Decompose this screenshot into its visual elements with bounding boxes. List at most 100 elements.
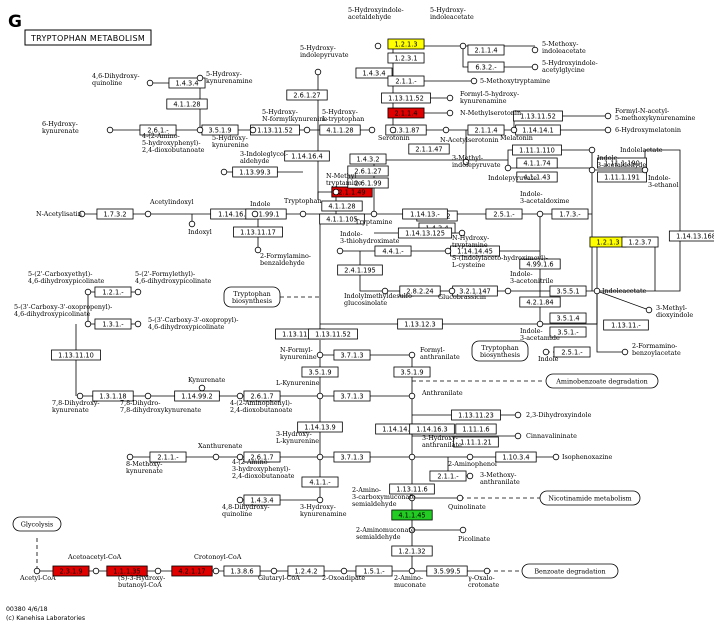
compound-node[interactable]: 4-(2-Amino-3-hydroxyphenyl)-2,4-dioxobut…	[232, 453, 295, 480]
compound-node[interactable]: Quinolinate	[448, 494, 486, 511]
enzyme-box[interactable]: 1.3.8.6	[223, 565, 261, 577]
enzyme-box[interactable]: 2.5.1.-	[485, 208, 523, 220]
enzyme-box[interactable]: 1.7.3.2	[96, 208, 134, 220]
compound-node[interactable]: Formyl-5-hydroxy-kynurenamine	[446, 90, 519, 105]
enzyme-box[interactable]: 2.1.1.4	[467, 124, 505, 136]
compound-node[interactable]: S-(Indolylaceto-hydroximoyl)-L-cysteine	[444, 247, 548, 269]
compound-node[interactable]: 5-Hydroxyindole-acetylglycine	[531, 59, 598, 74]
enzyme-box[interactable]: 1.14.13.168	[668, 230, 714, 242]
compound-node[interactable]: 3-Indoleglycol-aldehyde	[220, 150, 288, 176]
enzyme-box[interactable]: 1.13.11.52	[250, 124, 300, 136]
enzyme-box[interactable]: 1.7.3.-	[551, 208, 589, 220]
compound-node[interactable]: Indole	[538, 348, 559, 363]
enzyme-box[interactable]: 1.11.1.190	[597, 157, 647, 169]
compound-node[interactable]: Indole-3-acetonitrile	[504, 270, 554, 295]
compound-node[interactable]: 2-Formamino-benzoylacetate	[621, 342, 681, 357]
compound-node[interactable]: 6-Hydroxymelatonin	[604, 126, 681, 134]
enzyme-box[interactable]: 1.13.12.3	[397, 318, 443, 330]
compound-node[interactable]: Indole-3-ethanol	[641, 166, 679, 189]
enzyme-box[interactable]: 4.1.1.28	[319, 124, 361, 136]
compound-node[interactable]: Indole	[250, 200, 271, 218]
enzyme-box[interactable]: 2.6.1.7	[243, 451, 281, 463]
enzyme-box[interactable]: 1.11.1.110	[512, 144, 562, 156]
enzyme-box[interactable]: 1.3.1.-	[94, 318, 132, 330]
enzyme-box[interactable]: 4.1.1.105	[319, 213, 365, 225]
enzyme-box[interactable]: 1.11.1.191	[597, 171, 647, 183]
enzyme-box[interactable]: 2.1.1.-	[387, 75, 425, 87]
enzyme-box[interactable]: 4.2.1.17	[171, 565, 213, 577]
compound-node[interactable]: 4,6-Dihydroxy-quinoline	[92, 72, 154, 87]
enzyme-box[interactable]: 4.1.1.28	[321, 200, 363, 212]
compound-node[interactable]: 5-Hydroxy-indolepyruvate	[300, 44, 349, 76]
compound-node[interactable]: N-Methylserotonin	[446, 109, 521, 117]
enzyme-box[interactable]: 1.4.3.4	[168, 77, 206, 89]
compound-node[interactable]: 4-(2-Aminophenyl)-2,4-dioxobutanoate	[230, 392, 293, 414]
compound-node[interactable]: Indolylmethyldesulfo-glucosinolate	[344, 287, 414, 307]
compound-node[interactable]: 2,3-Dihydroxyindole	[514, 411, 592, 419]
enzyme-box[interactable]: 2.1.1.47	[408, 143, 450, 155]
enzyme-box[interactable]: 1.13.11.6	[389, 483, 435, 495]
enzyme-box[interactable]: 3.5.5.1	[549, 285, 587, 297]
compound-node[interactable]: 3-Hydroxy-kynurenamine	[300, 496, 347, 518]
compound-node[interactable]: 2-Amino-muconate	[394, 567, 426, 589]
enzyme-box[interactable]: 1.5.1.-	[355, 565, 393, 577]
compound-node[interactable]: L-Kynurenine	[276, 379, 324, 400]
enzyme-box[interactable]: 1.3.1.18	[92, 390, 134, 402]
enzyme-box[interactable]: 2.1.1.4	[467, 44, 505, 56]
enzyme-box[interactable]: 1.13.11.17	[233, 226, 283, 238]
enzyme-box[interactable]: 2.6.1.99	[347, 177, 389, 189]
compound-node[interactable]: Serotonin	[378, 126, 410, 142]
compound-node[interactable]: Indoxyl	[188, 220, 212, 236]
enzyme-box[interactable]: 2.3.1.87	[385, 124, 427, 136]
enzyme-box[interactable]: 1.2.3.7	[621, 236, 659, 248]
enzyme-box[interactable]: 1.14.13.9	[297, 421, 343, 433]
enzyme-box[interactable]: 4.1.99.1	[245, 208, 287, 220]
enzyme-box[interactable]: 2.1.1.-	[149, 451, 187, 463]
enzyme-box[interactable]: 2.1.1.4	[387, 107, 425, 119]
enzyme-box[interactable]: 1.14.99.2	[174, 390, 220, 402]
compound-node[interactable]: Picolinate	[458, 526, 490, 543]
compound-node[interactable]: 5-Hydroxy-indoleacetate	[430, 6, 474, 50]
enzyme-box[interactable]: 1.2.1.32	[391, 545, 433, 557]
compound-node[interactable]: 4-(2-Amino-5-hydroxyphenyl)-2,4-dioxobut…	[142, 126, 205, 154]
enzyme-box[interactable]: 2.6.1.-	[139, 124, 177, 136]
compound-node[interactable]: Indole-3-thiohydroximate	[336, 230, 400, 255]
compound-node[interactable]: Indolepyruvate	[488, 164, 537, 182]
compound-node[interactable]: (S)-3-Hydroxy-butanoyl-CoA	[118, 567, 165, 589]
compound-node[interactable]: 5-Hydroxy-L-tryptophan	[322, 108, 376, 134]
enzyme-box[interactable]: 1.13.11.10	[51, 349, 101, 361]
enzyme-box[interactable]: 1.2.1.-	[94, 286, 132, 298]
compound-node[interactable]: N-Acetylisatin	[36, 210, 86, 218]
compound-node[interactable]: 5-Hydroxy-kynurenamine	[196, 70, 253, 85]
compound-node[interactable]: Tryptophan	[284, 197, 322, 218]
enzyme-box[interactable]: 1.2.3.1	[387, 52, 425, 64]
enzyme-box[interactable]: 1.13.11.-	[603, 319, 649, 331]
compound-node[interactable]: Acetyl-CoA	[19, 567, 56, 582]
compound-node[interactable]: Glutaryl-CoA	[258, 567, 300, 582]
compound-node[interactable]: Kynurenate	[188, 376, 226, 392]
enzyme-box[interactable]: 1.13.11.52	[308, 328, 358, 340]
enzyme-box[interactable]: 1.2.1.3	[589, 236, 627, 248]
enzyme-box[interactable]: 6.3.2.-	[467, 61, 505, 73]
compound-node[interactable]: 4,8-Dihydroxy-quinoline	[222, 496, 270, 518]
compound-node[interactable]: 3-Methoxy-anthranilate	[466, 471, 520, 486]
enzyme-box[interactable]: 1.11.1.21	[453, 436, 499, 448]
compound-node[interactable]: 5-(2'-Carboxyethyl)-4,6-dihydroxypicolin…	[28, 270, 105, 296]
enzyme-box[interactable]: 3.5.1.4	[549, 312, 587, 324]
enzyme-box[interactable]: 1.14.13.-	[402, 208, 448, 220]
enzyme-box[interactable]: 3.7.1.3	[333, 390, 371, 402]
enzyme-box[interactable]: 4.1.1.43	[516, 171, 558, 183]
enzyme-box[interactable]: 4.1.1.28	[166, 98, 208, 110]
compound-node[interactable]: 5-Methoxy-indoleacetate	[531, 40, 586, 55]
enzyme-box[interactable]: 2.4.1.195	[337, 264, 383, 276]
compound-node[interactable]: 2-Aminophenol	[448, 453, 497, 468]
enzyme-box[interactable]: 2.1.1.-	[429, 470, 467, 482]
enzyme-box[interactable]: 2.8.2.24	[399, 285, 441, 297]
enzyme-box[interactable]: 4.1.1.45	[391, 509, 433, 521]
compound-node[interactable]: Indoleacetate	[593, 287, 647, 295]
enzyme-box[interactable]: 1.1.1.35	[106, 565, 148, 577]
compound-node[interactable]: Indole-3-acetaldoxime	[520, 190, 569, 218]
